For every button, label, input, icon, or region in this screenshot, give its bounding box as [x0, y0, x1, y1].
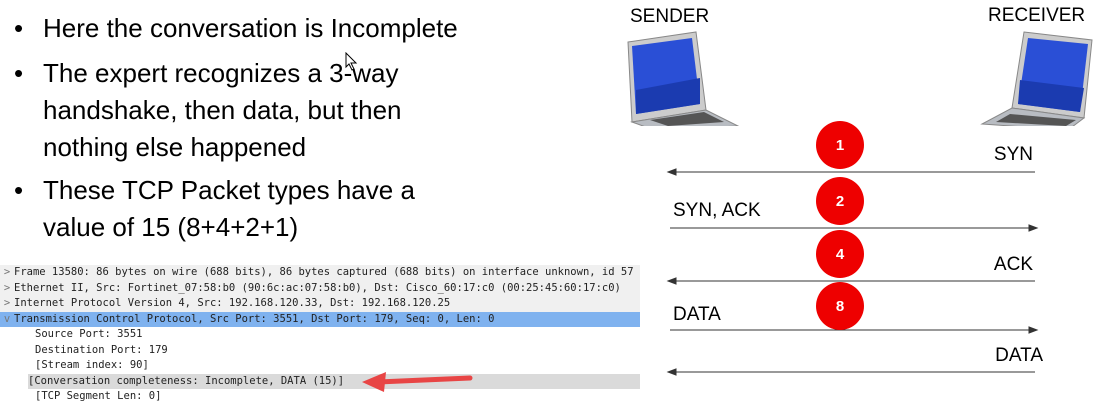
tree-row-source-port[interactable]: Source Port: 3551: [35, 328, 143, 340]
message-arrows: [666, 168, 1039, 376]
label-syn-ack: SYN, ACK: [673, 200, 761, 221]
red-arrow-icon: [362, 372, 473, 392]
tree-row-ethernet[interactable]: >Ethernet II, Src: Fortinet_07:58:b0 (90…: [0, 280, 640, 296]
packet-details-tree: >Frame 13580: 86 bytes on wire (688 bits…: [0, 265, 640, 405]
badge-ack: 4: [816, 230, 864, 278]
tree-row-ip[interactable]: >Internet Protocol Version 4, Src: 192.1…: [0, 296, 640, 312]
tree-row-frame[interactable]: >Frame 13580: 86 bytes on wire (688 bits…: [0, 265, 640, 281]
label-syn: SYN: [993, 144, 1033, 165]
tree-row-destination-port[interactable]: Destination Port: 179: [35, 343, 168, 356]
label-data-out: DATA: [673, 304, 721, 325]
badge-data: 8: [816, 282, 864, 330]
label-data-in: DATA: [995, 345, 1043, 366]
badge-syn: 1: [816, 121, 864, 169]
receiver-laptop-icon: [980, 31, 1093, 126]
collapse-icon[interactable]: v: [3, 312, 11, 325]
tree-row-segment-len[interactable]: [TCP Segment Len: 0]: [35, 390, 162, 402]
expand-icon[interactable]: >: [3, 297, 11, 309]
tree-row-stream-index[interactable]: [Stream index: 90]: [35, 359, 149, 371]
expand-icon[interactable]: >: [3, 281, 11, 294]
label-ack: ACK: [993, 254, 1033, 275]
badge-syn-ack: 2: [816, 177, 864, 225]
receiver-label: RECEIVER: [988, 5, 1086, 26]
mouse-cursor-icon: [345, 52, 358, 71]
sender-laptop-icon: [627, 31, 740, 126]
expand-icon[interactable]: >: [3, 266, 11, 278]
tree-row-conversation-completeness[interactable]: [Conversation completeness: Incomplete, …: [28, 373, 640, 389]
sender-label: SENDER: [630, 6, 710, 27]
